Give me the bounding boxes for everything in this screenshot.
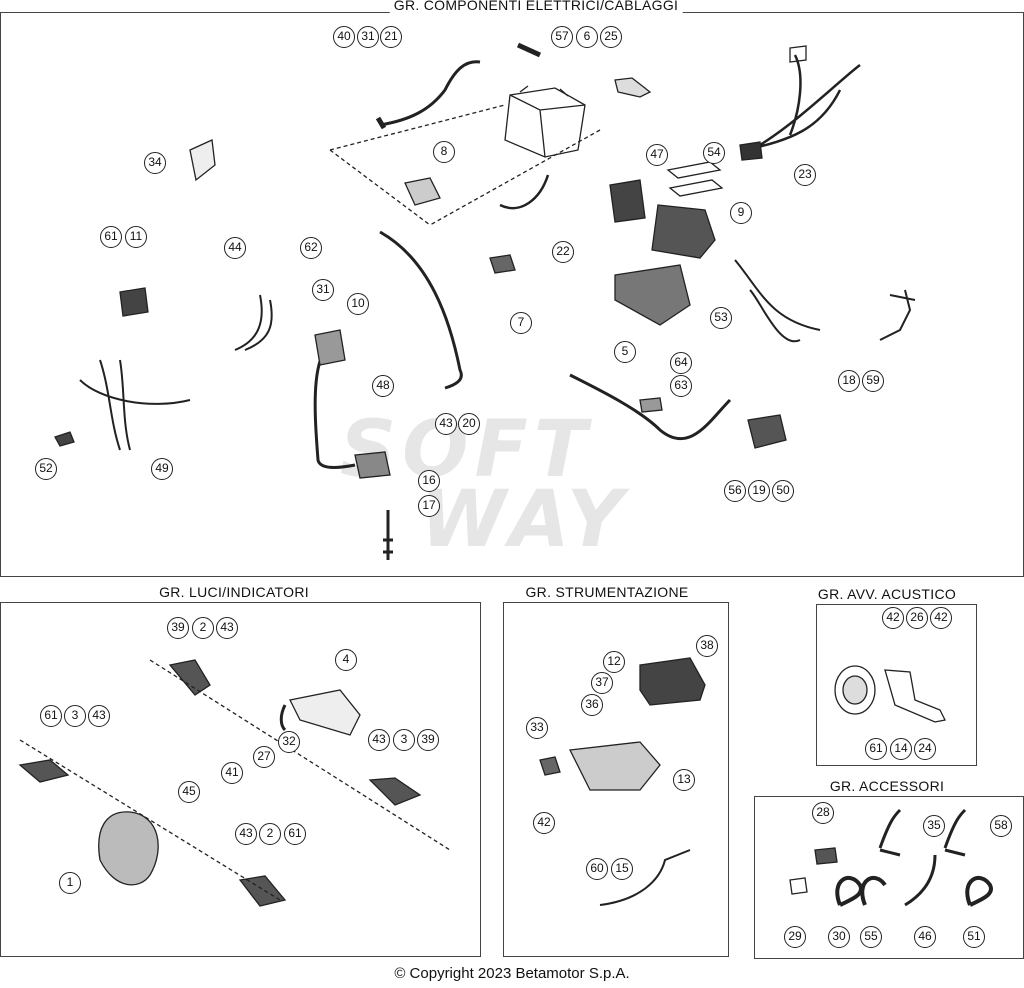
section-title-instruments: GR. STRUMENTAZIONE <box>521 584 693 600</box>
part-callout-accessories[interactable]: 46 <box>914 926 936 948</box>
copyright-footer: © Copyright 2023 Betamotor S.p.A. <box>394 965 630 982</box>
part-callout-main[interactable]: 8 <box>433 141 455 163</box>
part-callout-main[interactable]: 48 <box>372 375 394 397</box>
part-callout-lights[interactable]: 43 <box>216 617 238 639</box>
part-callout-accessories[interactable]: 29 <box>784 926 806 948</box>
part-callout-main[interactable]: 10 <box>347 293 369 315</box>
part-callout-main[interactable]: 44 <box>224 237 246 259</box>
part-callout-lights[interactable]: 39 <box>417 729 439 751</box>
part-callout-main[interactable]: 56 <box>724 480 746 502</box>
part-callout-main[interactable]: 47 <box>646 144 668 166</box>
part-callout-main[interactable]: 22 <box>552 241 574 263</box>
part-callout-main[interactable]: 5 <box>614 341 636 363</box>
part-callout-instruments[interactable]: 33 <box>526 717 548 739</box>
section-title-accessories: GR. ACCESSORI <box>825 778 949 794</box>
part-callout-accessories[interactable]: 51 <box>963 926 985 948</box>
part-callout-accessories[interactable]: 58 <box>990 815 1012 837</box>
part-callout-main[interactable]: 19 <box>748 480 770 502</box>
part-callout-main[interactable]: 49 <box>151 458 173 480</box>
part-callout-lights[interactable]: 3 <box>393 729 415 751</box>
part-callout-main[interactable]: 11 <box>125 226 147 248</box>
part-callout-lights[interactable]: 2 <box>259 823 281 845</box>
part-callout-main[interactable]: 52 <box>35 458 57 480</box>
part-callout-main[interactable]: 50 <box>772 480 794 502</box>
part-callout-instruments[interactable]: 13 <box>673 769 695 791</box>
part-callout-lights[interactable]: 32 <box>278 731 300 753</box>
part-callout-main[interactable]: 59 <box>862 370 884 392</box>
part-callout-main[interactable]: 63 <box>670 375 692 397</box>
section-title-horn: GR. AVV. ACUSTICO <box>813 586 961 602</box>
part-callout-horn[interactable]: 24 <box>914 738 936 760</box>
part-callout-lights[interactable]: 3 <box>64 705 86 727</box>
part-callout-main[interactable]: 40 <box>333 26 355 48</box>
part-callout-main[interactable]: 9 <box>730 202 752 224</box>
part-callout-main[interactable]: 25 <box>600 26 622 48</box>
section-title-electrical: GR. COMPONENTI ELETTRICI/CABLAGGI <box>389 0 683 13</box>
part-callout-lights[interactable]: 43 <box>235 823 257 845</box>
part-callout-lights[interactable]: 27 <box>253 746 275 768</box>
part-callout-lights[interactable]: 1 <box>59 872 81 894</box>
part-callout-instruments[interactable]: 12 <box>603 651 625 673</box>
part-callout-lights[interactable]: 43 <box>88 705 110 727</box>
part-callout-lights[interactable]: 61 <box>40 705 62 727</box>
part-callout-horn[interactable]: 42 <box>930 607 952 629</box>
part-callout-accessories[interactable]: 28 <box>812 802 834 824</box>
part-callout-main[interactable]: 18 <box>838 370 860 392</box>
part-callout-horn[interactable]: 61 <box>865 738 887 760</box>
part-callout-accessories[interactable]: 30 <box>828 926 850 948</box>
part-callout-main[interactable]: 23 <box>794 164 816 186</box>
part-callout-instruments[interactable]: 36 <box>581 694 603 716</box>
part-callout-main[interactable]: 20 <box>458 413 480 435</box>
part-callout-main[interactable]: 53 <box>710 307 732 329</box>
part-callout-main[interactable]: 21 <box>380 26 402 48</box>
part-callout-main[interactable]: 6 <box>576 26 598 48</box>
part-callout-instruments[interactable]: 37 <box>591 672 613 694</box>
part-callout-accessories[interactable]: 55 <box>860 926 882 948</box>
watermark-line-2: WAY <box>420 475 630 565</box>
part-callout-main[interactable]: 54 <box>703 142 725 164</box>
part-callout-instruments[interactable]: 38 <box>696 635 718 657</box>
part-callout-lights[interactable]: 45 <box>178 781 200 803</box>
part-callout-accessories[interactable]: 35 <box>923 815 945 837</box>
part-callout-main[interactable]: 7 <box>510 312 532 334</box>
part-callout-main[interactable]: 57 <box>551 26 573 48</box>
part-callout-lights[interactable]: 4 <box>335 649 357 671</box>
part-callout-lights[interactable]: 43 <box>368 729 390 751</box>
part-callout-lights[interactable]: 61 <box>284 823 306 845</box>
part-callout-main[interactable]: 31 <box>357 26 379 48</box>
part-callout-main[interactable]: 16 <box>418 470 440 492</box>
section-title-lights: GR. LUCI/INDICATORI <box>155 584 313 600</box>
part-callout-main[interactable]: 61 <box>100 226 122 248</box>
part-callout-main[interactable]: 62 <box>300 237 322 259</box>
part-callout-lights[interactable]: 2 <box>192 617 214 639</box>
part-callout-lights[interactable]: 41 <box>221 762 243 784</box>
part-callout-main[interactable]: 34 <box>144 152 166 174</box>
part-callout-instruments[interactable]: 15 <box>611 858 633 880</box>
part-callout-instruments[interactable]: 60 <box>586 858 608 880</box>
part-callout-main[interactable]: 31 <box>312 279 334 301</box>
part-callout-horn[interactable]: 42 <box>882 607 904 629</box>
part-callout-instruments[interactable]: 42 <box>533 812 555 834</box>
part-callout-main[interactable]: 43 <box>435 413 457 435</box>
part-callout-lights[interactable]: 39 <box>167 617 189 639</box>
part-callout-main[interactable]: 64 <box>670 352 692 374</box>
part-callout-horn[interactable]: 14 <box>890 738 912 760</box>
part-callout-main[interactable]: 17 <box>418 495 440 517</box>
part-callout-horn[interactable]: 26 <box>906 607 928 629</box>
